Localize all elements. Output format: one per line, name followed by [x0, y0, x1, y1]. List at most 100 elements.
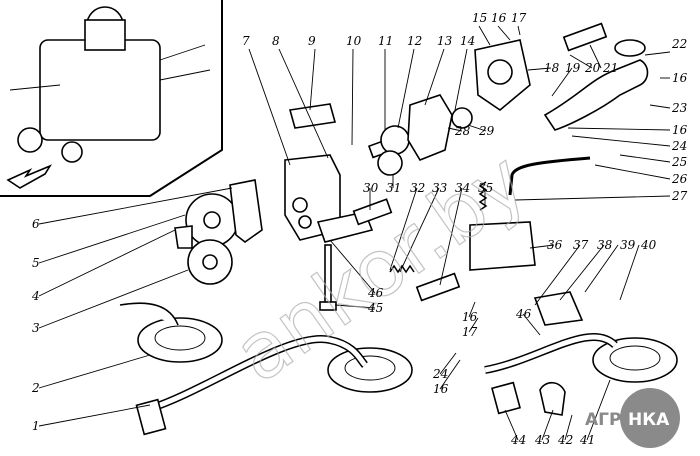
leader-line [439, 187, 463, 286]
part-number-label: 17 [511, 11, 527, 25]
leader-line [504, 409, 519, 441]
part-number-label: 46 [515, 307, 532, 321]
part-number-label: 16 [462, 310, 478, 324]
part-number-label: 24 [432, 367, 448, 381]
leader-line [551, 67, 573, 97]
part-number-label: 31 [386, 181, 401, 195]
part-number-label: 13 [437, 34, 453, 48]
leader-line [478, 25, 491, 46]
part-number-label: 27 [671, 189, 688, 203]
part-number-label: 19 [565, 61, 581, 75]
part-number-label: 15 [472, 11, 487, 25]
leader-line [569, 54, 593, 69]
part-number-label: 44 [510, 433, 526, 447]
part-number-label: 43 [534, 433, 551, 447]
part-number-label: 26 [671, 172, 688, 186]
leader-line [329, 239, 376, 294]
leader-line [397, 48, 415, 129]
part-number-label: 12 [407, 34, 422, 48]
leader-line [468, 317, 479, 333]
leader-line [38, 229, 176, 297]
part-number-label: 17 [462, 325, 478, 339]
part-number-label: 34 [455, 181, 470, 195]
part-number-label: 25 [671, 155, 687, 169]
leader-line [439, 352, 457, 375]
leader-line [399, 187, 440, 273]
part-number-label: 33 [432, 181, 448, 195]
part-number-label: 4 [31, 289, 40, 303]
part-number-label: 2 [31, 381, 40, 395]
part-number-label: 24 [671, 139, 687, 153]
leader-line [38, 187, 233, 225]
part-number-label: 40 [640, 238, 657, 252]
leader-line [309, 48, 316, 111]
part-number-label: 8 [272, 34, 280, 48]
leader-line [644, 51, 671, 56]
leader-line [529, 244, 555, 249]
part-number-label: 45 [367, 301, 383, 315]
leader-line [334, 304, 376, 309]
part-number-label: 30 [363, 181, 379, 195]
part-number-label: 42 [557, 433, 573, 447]
leader-line [38, 269, 189, 329]
leader-line [619, 154, 671, 163]
leader-line [567, 127, 671, 131]
leader-line [649, 104, 671, 109]
part-number-label: 6 [32, 217, 40, 231]
leader-line [351, 48, 354, 146]
leader-line [571, 135, 671, 147]
part-number-label: 11 [378, 34, 393, 48]
part-number-label: 38 [597, 238, 613, 252]
leader-line [278, 48, 329, 159]
part-number-label: 10 [346, 34, 362, 48]
part-number-label: 16 [491, 11, 507, 25]
part-number-label: 35 [478, 181, 493, 195]
leader-line [439, 359, 461, 390]
part-number-label: 39 [620, 238, 636, 252]
part-number-label: 16 [672, 123, 688, 137]
leader-line [527, 67, 552, 71]
leader-line [468, 301, 476, 318]
leader-line [564, 414, 573, 441]
part-number-label: 18 [544, 61, 560, 75]
leader-line [497, 25, 511, 41]
leader-line [522, 313, 541, 336]
part-number-label: 7 [242, 34, 250, 48]
leader-line [534, 244, 581, 306]
arrow-icon [6, 164, 53, 189]
leader-line [454, 48, 468, 111]
leader-line [517, 25, 521, 36]
part-number-label: 22 [671, 37, 687, 51]
engine-inset [0, 0, 223, 197]
part-number-label: 41 [579, 433, 595, 447]
leader-line [38, 354, 151, 389]
leader-line [467, 124, 487, 132]
logo-right-text: НКА [628, 410, 670, 430]
leader-line [248, 48, 291, 166]
part-number-label: 32 [410, 181, 425, 195]
leader-line [424, 48, 445, 106]
leader-line [514, 195, 671, 201]
part-number-label: 20 [584, 61, 601, 75]
part-number-label: 16 [433, 382, 449, 396]
part-number-label: 1 [32, 419, 40, 433]
part-number-label: 9 [308, 34, 316, 48]
part-number-label: 29 [478, 124, 495, 138]
leader-line [594, 164, 671, 180]
logo-left-text: АГРО [585, 410, 636, 430]
leader-line [38, 214, 186, 264]
part-number-label: 5 [32, 256, 40, 270]
part-number-label: 3 [32, 321, 40, 335]
leader-line [584, 244, 619, 293]
leader-line [559, 244, 605, 301]
leader-line [619, 244, 640, 301]
leader-line [589, 44, 602, 69]
leader-line [38, 404, 151, 427]
part-number-label: 46 [367, 286, 384, 300]
leader-line [447, 127, 463, 132]
part-number-label: 28 [454, 124, 471, 138]
agronka-logo: АГРО НКА [585, 388, 680, 448]
part-number-label: 14 [460, 34, 475, 48]
